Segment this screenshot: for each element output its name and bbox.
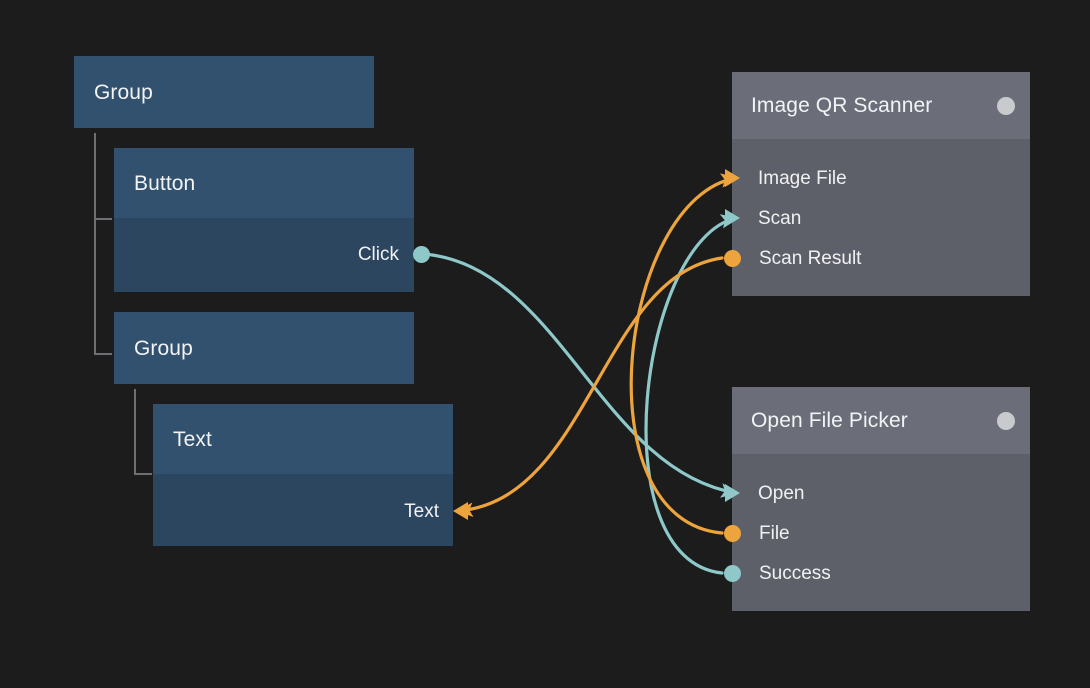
port-dot-icon[interactable]	[724, 249, 741, 267]
port-image-qr-scanner-scan-result[interactable]: Scan Result	[724, 246, 862, 270]
node-header-group-child[interactable]: Group	[114, 312, 414, 384]
node-title: Button	[134, 171, 196, 195]
port-button-click[interactable]: Click	[357, 242, 430, 266]
node-title: Open File Picker	[751, 409, 908, 432]
node-title: Group	[134, 336, 193, 360]
node-group-child[interactable]: Group	[114, 312, 414, 384]
edge-click-to-open[interactable]	[422, 252, 738, 498]
node-title: Group	[94, 80, 153, 104]
port-label: Text	[404, 500, 439, 522]
node-title: Image QR Scanner	[751, 94, 933, 117]
node-header-image-qr-scanner[interactable]: Image QR Scanner	[732, 72, 1030, 139]
node-header-text[interactable]: Text	[153, 404, 453, 474]
port-dot-icon[interactable]	[724, 524, 741, 542]
edge-scan-result-to-text[interactable]	[456, 256, 724, 518]
node-group-root[interactable]: Group	[74, 56, 374, 128]
port-image-qr-scanner-scan[interactable]: Scan	[725, 206, 802, 230]
tree-connector-trunk-1	[94, 133, 96, 355]
node-title: Text	[173, 427, 212, 451]
port-arrow-right-icon[interactable]	[725, 209, 740, 227]
port-open-file-picker-file[interactable]: File	[724, 521, 790, 545]
port-text-text[interactable]: Text	[404, 499, 468, 523]
port-open-file-picker-open[interactable]: Open	[725, 481, 805, 505]
port-label: Image File	[758, 167, 847, 189]
port-dot-icon[interactable]	[413, 245, 430, 263]
tree-connector-trunk-2	[134, 389, 136, 475]
edge-success-to-scan[interactable]	[644, 214, 738, 575]
node-status-dot-icon[interactable]	[997, 411, 1015, 430]
port-label: Scan Result	[759, 247, 862, 269]
port-label: Success	[759, 562, 831, 584]
port-arrow-left-icon[interactable]	[453, 502, 468, 520]
port-dot-icon[interactable]	[724, 564, 741, 582]
tree-connector-branch-1	[94, 218, 112, 220]
node-header-button[interactable]: Button	[114, 148, 414, 218]
port-label: File	[759, 522, 790, 544]
node-body-button: Click	[114, 218, 430, 292]
node-body-text: Text	[153, 474, 468, 546]
tree-connector-branch-2	[94, 353, 112, 355]
port-open-file-picker-success[interactable]: Success	[724, 561, 831, 585]
port-label: Open	[758, 482, 805, 504]
node-status-dot-icon[interactable]	[997, 96, 1015, 115]
tree-connector-branch-3	[134, 473, 152, 475]
node-header-open-file-picker[interactable]: Open File Picker	[732, 387, 1030, 454]
port-image-qr-scanner-image-file[interactable]: Image File	[725, 166, 847, 190]
edge-file-to-image-file[interactable]	[629, 173, 738, 535]
port-label: Click	[357, 243, 399, 265]
port-arrow-right-icon[interactable]	[725, 484, 740, 502]
port-label: Scan	[758, 207, 802, 229]
node-header-group-root[interactable]: Group	[74, 56, 374, 128]
port-arrow-right-icon[interactable]	[725, 169, 740, 187]
